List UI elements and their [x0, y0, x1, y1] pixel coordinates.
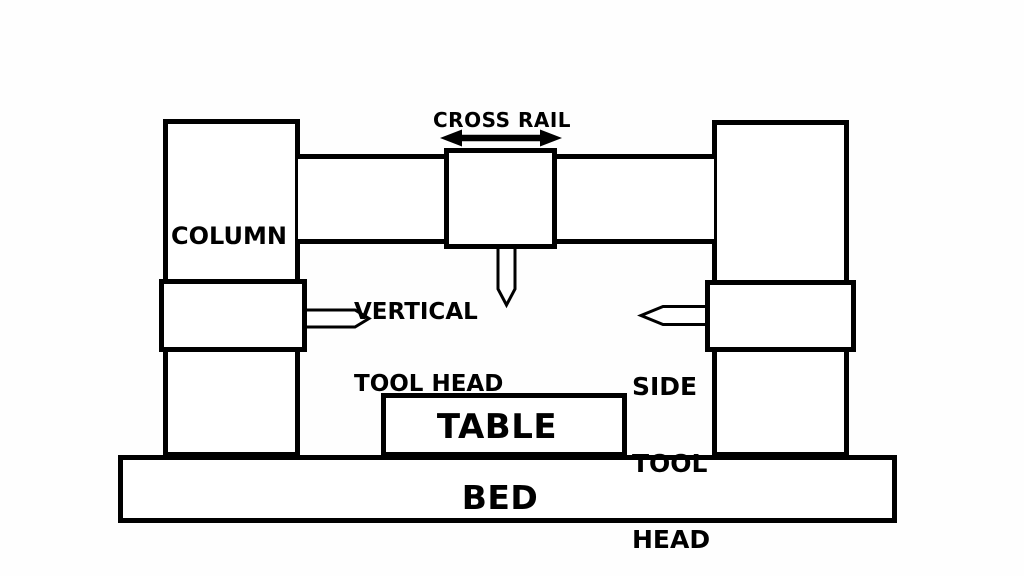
cross-rail-arrow-icon: [440, 129, 562, 147]
side-tool-head-label-line2: TOOL: [632, 448, 708, 478]
right-side-tool-head-shape: [705, 280, 856, 352]
side-tool-head-label-line3: HEAD: [632, 525, 711, 554]
table-shape: [381, 393, 627, 457]
table-label: TABLE: [436, 407, 558, 447]
vertical-tool-head-label-line2: TOOL HEAD: [354, 371, 504, 397]
bed-label: BED: [461, 478, 539, 517]
side-tool-head-label-line1: SIDE: [632, 372, 698, 401]
side-tool-head-label: SIDE TOOL HEAD: [632, 323, 710, 576]
vertical-tool-head-label-line1: VERTICAL: [354, 299, 478, 325]
vertical-tool-head-shape: [444, 148, 557, 249]
bed-shape: [118, 455, 897, 523]
column-label: COLUMN: [171, 222, 287, 250]
vertical-tool-head-label: VERTICAL TOOL HEAD: [354, 252, 503, 444]
cross-rail-label: CROSS RAIL: [432, 108, 572, 132]
left-side-tool-head-shape: [159, 279, 307, 352]
